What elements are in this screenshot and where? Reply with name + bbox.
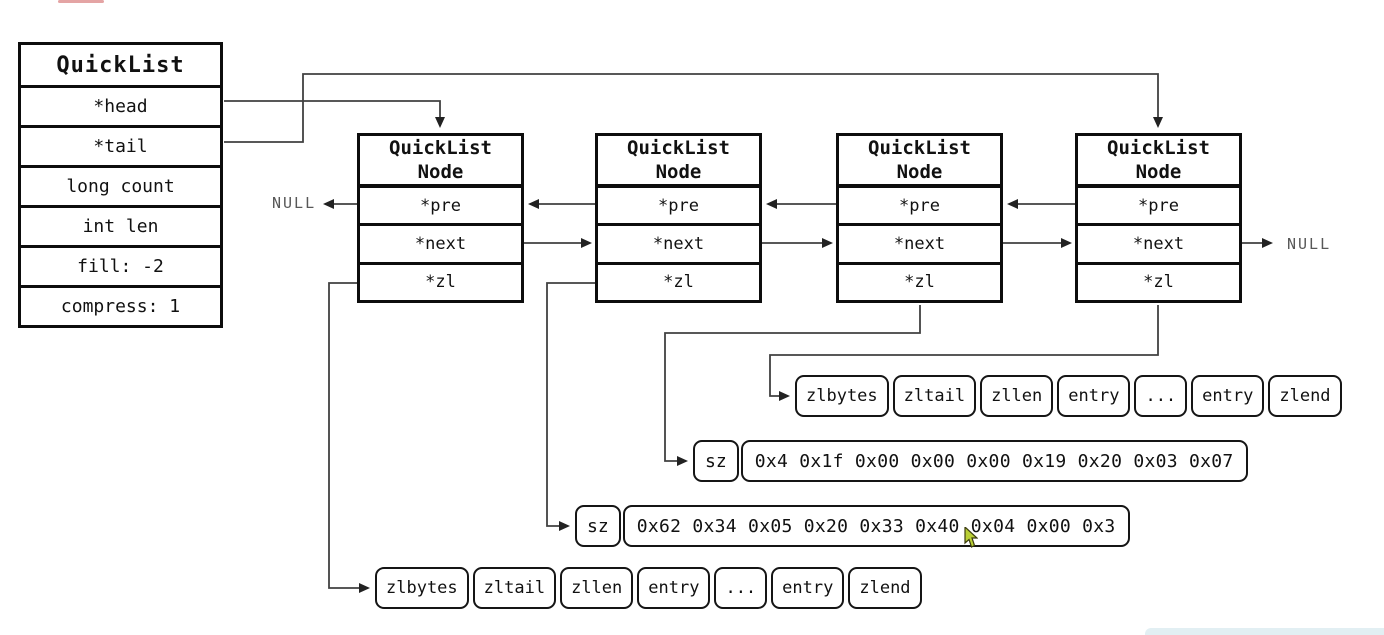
ziplist-top-zltail-cell: zltail: [892, 375, 977, 417]
top-edge-artifact: [58, 0, 104, 3]
node2-zl-wire: [546, 282, 595, 531]
quicklist-node-1: QuickList Node *pre *next *zl: [357, 133, 524, 303]
node3-zl-field: *zl: [839, 261, 1000, 300]
ziplist-top-zlend-cell: zlend: [1268, 375, 1342, 417]
ziplist-bottom-zlend-cell: zlend: [848, 567, 922, 609]
ziplist-row-top: zlbytes zltail zllen entry ... entry zle…: [795, 375, 1342, 417]
node2-pre-field: *pre: [658, 195, 699, 216]
null-label-right: NULL: [1287, 235, 1332, 253]
node3-title-line2: Node: [896, 161, 943, 183]
node4-pre-field: *pre: [1138, 195, 1179, 216]
node2-title-line1: QuickList: [627, 137, 730, 159]
node4-title: QuickList Node: [1078, 136, 1239, 188]
node1-title: QuickList Node: [360, 136, 521, 188]
node2-title: QuickList Node: [598, 136, 759, 188]
ziplist-bottom-entry-cell-1: entry: [637, 567, 711, 609]
ziplist-bottom-zllen-cell: zllen: [560, 567, 634, 609]
node4-zl-wire: [769, 305, 1159, 401]
node4-zl-field: *zl: [1078, 261, 1239, 300]
sz-row-1-bytes: 0x4 0x1f 0x00 0x00 0x00 0x19 0x20 0x03 0…: [740, 440, 1248, 482]
quicklist-field-len: int len: [21, 205, 220, 245]
node2-next-field: *next: [598, 223, 759, 261]
quicklist-title: QuickList: [56, 52, 185, 78]
ziplist-bottom-zltail-cell: zltail: [472, 567, 557, 609]
quicklist-node-2: QuickList Node *pre *next *zl: [595, 133, 762, 303]
bottom-right-accent-bar: [1145, 628, 1384, 635]
node3-zl-wire: [664, 305, 921, 466]
node4-title-line2: Node: [1135, 161, 1182, 183]
node1-title-line2: Node: [417, 161, 464, 183]
node3-next-field: *next: [839, 223, 1000, 261]
ziplist-bottom-entry-cell-2: entry: [771, 567, 845, 609]
node1-pre-field: *pre: [420, 195, 461, 216]
ziplist-top-entry-cell-1: entry: [1057, 375, 1131, 417]
quicklist-struct-box: QuickList *head *tail long count int len…: [18, 42, 223, 328]
quicklist-field-count: long count: [21, 165, 220, 205]
ziplist-row-bottom: zlbytes zltail zllen entry ... entry zle…: [375, 567, 922, 609]
node1-zl-field: *zl: [360, 261, 521, 300]
null-label-left: NULL: [272, 194, 317, 212]
quicklist-field-tail: *tail: [21, 125, 220, 165]
ziplist-top-ellipsis-cell: ...: [1134, 375, 1188, 417]
node3-title-line1: QuickList: [868, 137, 971, 159]
node4-next-field: *next: [1078, 223, 1239, 261]
tail-pointer-wire: [224, 73, 1163, 143]
node3-pre-field: *pre: [899, 195, 940, 216]
quicklist-field-head: *head: [21, 85, 220, 125]
node4-title-line1: QuickList: [1107, 137, 1210, 159]
head-pointer-wire: [224, 100, 445, 128]
sz-row-2-bytes: 0x62 0x34 0x05 0x20 0x33 0x40 0x04 0x00 …: [622, 505, 1130, 547]
node1-zl-wire: [328, 282, 370, 593]
node1-next-field: *next: [360, 223, 521, 261]
quicklist-node-4: QuickList Node *pre *next *zl: [1075, 133, 1242, 303]
ziplist-top-zlbytes-cell: zlbytes: [795, 375, 889, 417]
node2-title-line2: Node: [655, 161, 702, 183]
quicklist-field-fill: fill: -2: [21, 245, 220, 285]
ziplist-bottom-ellipsis-cell: ...: [714, 567, 768, 609]
ziplist-bottom-zlbytes-cell: zlbytes: [375, 567, 469, 609]
sz-row-1-label: sz: [693, 440, 739, 482]
sz-row-2: sz 0x62 0x34 0x05 0x20 0x33 0x40 0x04 0x…: [575, 505, 1130, 547]
ziplist-top-zllen-cell: zllen: [980, 375, 1054, 417]
mouse-cursor-icon: [964, 527, 978, 548]
ziplist-top-entry-cell-2: entry: [1191, 375, 1265, 417]
sz-row-2-label: sz: [575, 505, 621, 547]
node2-zl-field: *zl: [598, 261, 759, 300]
node3-title: QuickList Node: [839, 136, 1000, 188]
quicklist-field-compress: compress: 1: [21, 285, 220, 325]
quicklist-node-3: QuickList Node *pre *next *zl: [836, 133, 1003, 303]
node1-title-line1: QuickList: [389, 137, 492, 159]
sz-row-1: sz 0x4 0x1f 0x00 0x00 0x00 0x19 0x20 0x0…: [693, 440, 1248, 482]
